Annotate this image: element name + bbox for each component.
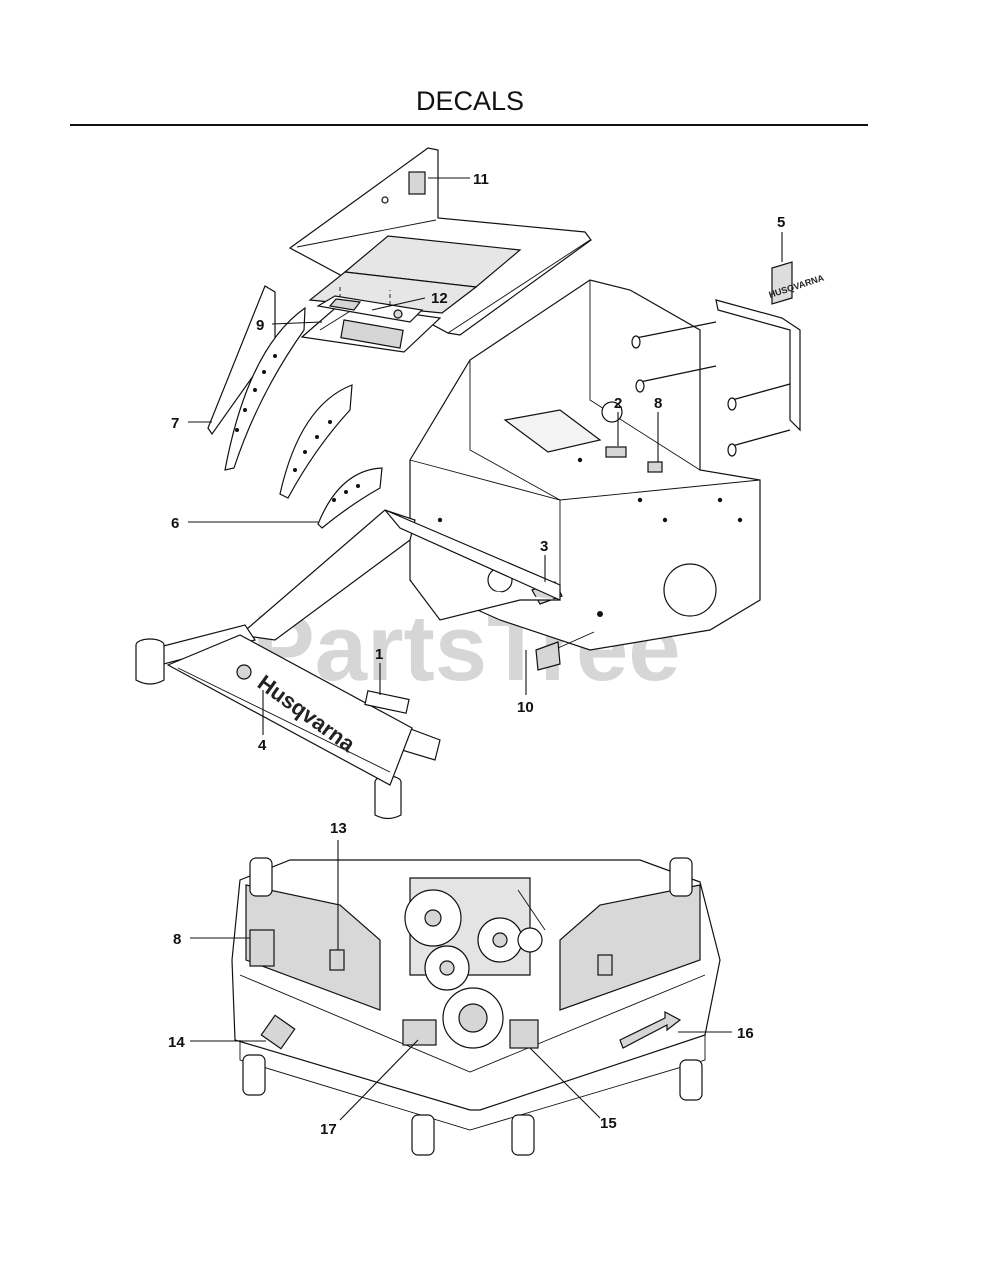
decal-17 bbox=[402, 1019, 437, 1046]
fan-decal-upper bbox=[224, 306, 306, 471]
leader-lines bbox=[188, 177, 783, 1121]
callout-15: 15 bbox=[600, 1115, 617, 1132]
spindle-pulleys bbox=[404, 889, 546, 1049]
callout-2: 2 bbox=[614, 395, 622, 412]
callout-14: 14 bbox=[168, 1034, 185, 1051]
callout-8-top: 8 bbox=[654, 395, 662, 412]
callout-3: 3 bbox=[540, 538, 548, 555]
roll-bar bbox=[631, 299, 801, 457]
decal-1 bbox=[364, 690, 410, 714]
decal-2 bbox=[605, 446, 627, 458]
decal-13 bbox=[329, 949, 345, 971]
page-title: DECALS bbox=[416, 86, 524, 116]
husqvarna-crown-icon bbox=[236, 664, 252, 680]
decal-5-logo: HUSQVARNA bbox=[768, 261, 826, 305]
decal-10-bracket bbox=[535, 631, 595, 671]
decal-6 bbox=[317, 467, 383, 529]
callout-1: 1 bbox=[375, 646, 383, 663]
callout-17: 17 bbox=[320, 1121, 337, 1138]
callout-5: 5 bbox=[777, 214, 785, 231]
operator-decal-11 bbox=[408, 171, 426, 195]
decal-15 bbox=[509, 1019, 539, 1049]
decal-12 bbox=[316, 295, 424, 323]
chassis-frame bbox=[409, 279, 761, 651]
callout-16: 16 bbox=[737, 1025, 754, 1042]
front-frame bbox=[135, 509, 561, 820]
callout-9: 9 bbox=[256, 317, 264, 334]
callout-12: 12 bbox=[431, 290, 448, 307]
callout-10: 10 bbox=[517, 699, 534, 716]
callout-7: 7 bbox=[171, 415, 179, 432]
decal-7 bbox=[207, 285, 276, 436]
deck-wheels bbox=[242, 857, 703, 1156]
mower-deck bbox=[231, 859, 721, 1131]
decal-16-arrow bbox=[619, 1011, 682, 1049]
callout-6: 6 bbox=[171, 515, 179, 532]
decal-14 bbox=[260, 1014, 296, 1050]
decal-8-bottom bbox=[249, 929, 275, 967]
fan-decal-middle bbox=[279, 384, 353, 499]
callout-8-bottom: 8 bbox=[173, 931, 181, 948]
deck-decals bbox=[249, 929, 682, 1050]
decal-8-top bbox=[647, 461, 663, 473]
callout-13: 13 bbox=[330, 820, 347, 837]
callout-11: 11 bbox=[473, 171, 489, 188]
callout-4: 4 bbox=[258, 737, 267, 754]
